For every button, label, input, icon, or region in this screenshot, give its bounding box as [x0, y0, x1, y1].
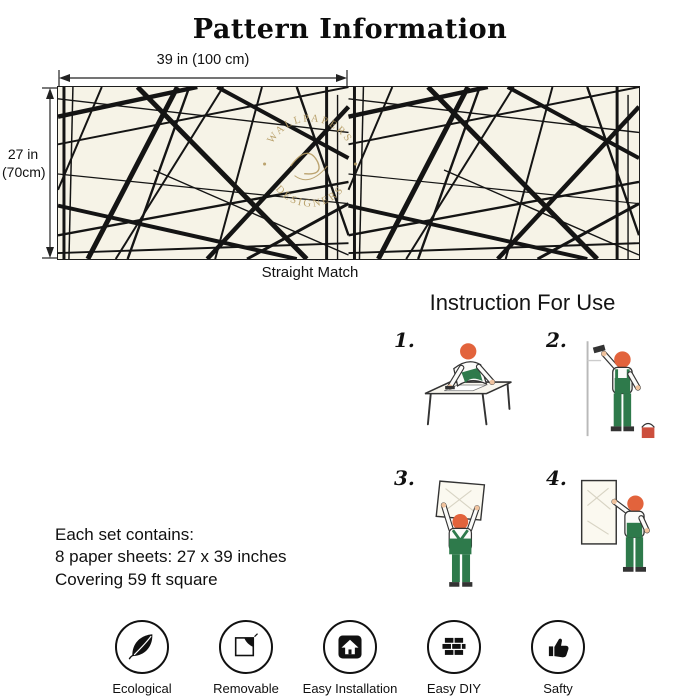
step-4-number: 4. [546, 466, 567, 490]
peel-icon [219, 620, 273, 674]
step-1-number: 1. [394, 328, 415, 352]
step-3: 3. [388, 462, 540, 604]
feature-badges: Ecological Removable Easy Installati [92, 620, 608, 696]
feature-label-easy-installation: Easy Installation [302, 681, 398, 696]
feature-label-easy-diy: Easy DIY [426, 681, 482, 696]
leaf-icon [115, 620, 169, 674]
instructions-title: Instruction For Use [429, 290, 616, 315]
watermark-top-text: WALLPAPERS [266, 113, 352, 145]
feature-label-ecological: Ecological [112, 681, 172, 696]
instruction-steps: 1. [388, 324, 692, 604]
feature-label-safty: Safty [543, 681, 573, 696]
set-contents-line-1: Each set contains: [55, 525, 194, 544]
bricks-icon [427, 620, 481, 674]
step-4-illustration smooth-on-wall-icon [580, 479, 650, 572]
height-label-cm: (70cm) [2, 163, 46, 180]
feature-easy-diy: Easy DIY [404, 620, 504, 696]
step-1: 1. [388, 324, 540, 462]
pattern-swatch [57, 86, 640, 260]
svg-text:WALLPAPERS: WALLPAPERS [266, 113, 355, 145]
watermark-monogram [290, 152, 328, 181]
feature-label-removable: Removable [213, 681, 279, 696]
width-dimension-arrow [58, 70, 348, 86]
thumbs-up-icon [531, 620, 585, 674]
house-icon [323, 620, 377, 674]
svg-text:DESIGNERS: DESIGNERS [273, 184, 347, 210]
feature-safty: Safty [508, 620, 608, 696]
height-dimension-arrow [42, 87, 58, 259]
step-3-number: 3. [394, 466, 415, 490]
step-1-illustration paste-on-table-icon [424, 343, 512, 426]
watermark-bottom-text: DESIGNERS [273, 184, 344, 210]
feature-easy-installation: Easy Installation [300, 620, 400, 696]
step-4: 4. [540, 462, 692, 604]
set-contents: Each set contains: 8 paper sheets: 27 x … [55, 524, 287, 591]
set-contents-line-3: Covering 59 ft square [55, 569, 218, 589]
page-title: Pattern Information [192, 14, 508, 45]
height-dimension-label: 27 in (70cm) [2, 146, 46, 181]
wallpaper-pattern [58, 87, 639, 259]
step-2-number: 2. [546, 328, 567, 352]
watermark-stamp: WALLPAPERS DESIGNERS [263, 113, 357, 210]
step-2-illustration mark-wall-icon [586, 341, 655, 439]
step-3-illustration hold-sheet-icon [435, 480, 486, 587]
match-type-label: Straight Match [261, 264, 359, 281]
step-2: 2. [540, 324, 692, 462]
width-dimension-label: 39 in (100 cm) [156, 52, 250, 68]
feature-removable: Removable [196, 620, 296, 696]
height-label-inches: 27 in [7, 146, 39, 162]
feature-ecological: Ecological [92, 620, 192, 696]
set-contents-line-2: 8 paper sheets: 27 x 39 inches [55, 547, 287, 567]
